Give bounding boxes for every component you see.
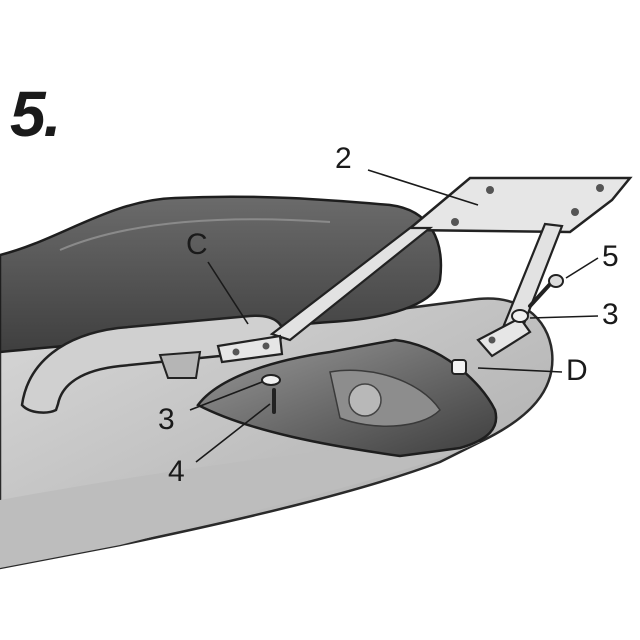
leader-2: [367, 169, 479, 206]
grab-handle-foot: [158, 350, 202, 379]
step-number: 5.: [10, 78, 61, 150]
callout-washer-left: 3: [158, 403, 175, 436]
rack-hole: [486, 186, 494, 194]
leader-5: [565, 257, 599, 279]
leader-4: [195, 403, 271, 463]
leader-d: [477, 367, 563, 373]
rack-arm-left: [269, 226, 434, 342]
body-lower-edge: [0, 440, 480, 568]
bolt-right: [528, 280, 554, 308]
leader-3-right: [529, 315, 599, 319]
seat-highlight: [59, 218, 331, 251]
leader-lines: [189, 169, 599, 463]
tail-light-bulb: [348, 383, 382, 417]
callout-bolt-left: 4: [168, 455, 185, 488]
leader-3-left: [189, 381, 263, 411]
bolt-head-right: [548, 274, 564, 288]
rack-hole: [596, 184, 604, 192]
leader-c: [207, 261, 249, 325]
callout-washer-right: 3: [602, 298, 619, 331]
bracket-hole: [262, 342, 270, 350]
rack-bracket-right: [476, 316, 532, 358]
callout-tail-cover: D: [566, 354, 588, 387]
callout-rack: 2: [335, 142, 352, 175]
rack-hole: [451, 218, 459, 226]
bracket-hole: [488, 336, 496, 344]
callout-bolt-top: 5: [602, 240, 619, 273]
rack-hole: [571, 208, 579, 216]
washer-right: [511, 309, 529, 323]
callout-grab-handle: C: [186, 228, 208, 261]
rubber-plug: [451, 359, 467, 375]
washer-left: [261, 374, 281, 386]
bracket-hole: [232, 348, 240, 356]
